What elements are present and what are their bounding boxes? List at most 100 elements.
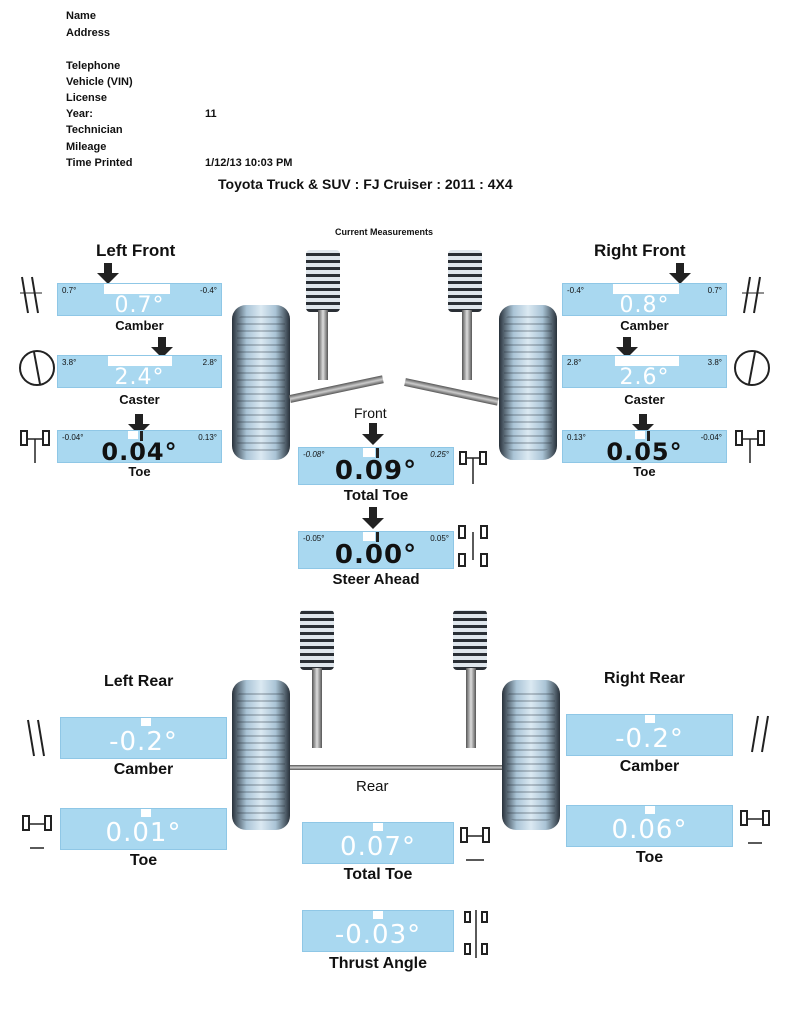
front-total-toe-min: -0.08° (303, 450, 325, 459)
left-front-camber-gauge: 0.7° -0.4° 0.7° (57, 283, 222, 318)
right-rear-toe-label: Toe (635, 849, 664, 866)
thrust-angle-label: Thrust Angle (328, 955, 428, 972)
rear-total-toe-value: 0.07° (340, 832, 416, 862)
front-total-toe-gauge: -0.08° 0.25° 0.09° (298, 447, 454, 486)
left-rear-toe-label: Toe (129, 852, 158, 869)
steer-ahead-value: 0.00° (334, 540, 418, 570)
left-front-control-arm (289, 375, 384, 403)
left-caster-min: 3.8° (62, 358, 77, 367)
front-total-toe-max: 0.25° (430, 450, 449, 459)
right-toe-max: -0.04° (700, 433, 722, 442)
vehicle-title: Toyota Truck & SUV : FJ Cruiser : 2011 :… (218, 176, 513, 192)
rear-camber-icon-right (751, 715, 769, 753)
left-front-title: Left Front (96, 241, 176, 260)
steer-ahead-max: 0.05° (430, 534, 449, 543)
mileage-label: Mileage (66, 141, 107, 153)
camber-icon-left (20, 276, 42, 314)
left-rear-title: Left Rear (104, 673, 174, 690)
left-camber-min: 0.7° (62, 286, 77, 295)
front-total-toe-value: 0.09° (334, 456, 418, 486)
left-camber-value: 0.7° (114, 293, 165, 318)
left-front-strut (318, 310, 328, 380)
rear-toe-icon-right (740, 810, 770, 844)
right-front-camber-gauge: -0.4° 0.7° 0.8° (562, 283, 727, 318)
front-label: Front (354, 405, 387, 421)
right-camber-max: 0.7° (707, 286, 722, 295)
year-label: Year: (66, 108, 93, 120)
left-front-caster-gauge: 3.8° 2.8° 2.4° (57, 355, 222, 390)
left-rear-spring (300, 610, 334, 670)
time-printed-value: 1/12/13 10:03 PM (205, 157, 293, 169)
front-total-toe-label: Total Toe (343, 487, 409, 504)
left-rear-toe-value: 0.01° (105, 818, 182, 848)
left-rear-tire (232, 680, 290, 830)
left-rear-camber-label: Camber (113, 761, 174, 778)
toe-icon-right (735, 430, 765, 463)
left-front-toe-gauge: -0.04° 0.13° 0.04° (57, 430, 222, 466)
rear-camber-icon-left (27, 719, 45, 757)
technician-label: Technician (66, 124, 123, 136)
left-rear-camber-gauge: -0.2° (60, 717, 227, 759)
right-front-spring (448, 250, 482, 312)
toe-icon-left (20, 430, 50, 463)
right-toe-value: 0.05° (606, 438, 683, 466)
rear-total-toe-gauge: 0.07° (302, 822, 454, 864)
left-front-tire (232, 305, 290, 460)
year-value: 11 (205, 108, 217, 120)
caster-icon-left (19, 350, 55, 386)
left-caster-label: Caster (119, 392, 160, 407)
steer-ahead-gauge: -0.05° 0.05° 0.00° (298, 531, 454, 570)
telephone-label: Telephone (66, 60, 121, 72)
current-measurements-title: Current Measurements (335, 227, 434, 237)
total-toe-icon (459, 451, 487, 484)
right-rear-camber-gauge: -0.2° (566, 714, 733, 756)
rear-toe-icon-left (22, 815, 52, 849)
left-caster-value: 2.4° (114, 365, 165, 390)
right-camber-min: -0.4° (567, 286, 584, 295)
left-front-spring (306, 250, 340, 312)
right-caster-label: Caster (624, 392, 665, 407)
right-toe-min: 0.13° (567, 433, 586, 442)
right-toe-label: Toe (633, 464, 656, 479)
left-rear-camber-value: -0.2° (109, 727, 178, 757)
caster-icon-right (734, 350, 770, 386)
rear-total-toe-icon (460, 827, 490, 861)
right-front-tire (499, 305, 557, 460)
left-toe-min: -0.04° (62, 433, 84, 442)
right-rear-toe-value: 0.06° (611, 815, 688, 845)
thrust-angle-gauge: -0.03° (302, 910, 454, 952)
right-front-caster-gauge: 2.8° 3.8° 2.6° (562, 355, 727, 390)
rear-total-toe-label: Total Toe (343, 866, 413, 883)
right-rear-camber-value: -0.2° (615, 724, 684, 754)
thrust-angle-value: -0.03° (334, 920, 422, 950)
left-toe-value: 0.04° (101, 438, 178, 466)
right-caster-max: 3.8° (707, 358, 722, 367)
right-rear-spring (453, 610, 487, 670)
rear-axle-bar (290, 765, 502, 770)
rear-label: Rear (356, 778, 389, 795)
right-rear-camber-label: Camber (619, 758, 680, 775)
right-front-control-arm (404, 378, 499, 406)
left-rear-strut (312, 668, 322, 748)
left-camber-max: -0.4° (200, 286, 217, 295)
steer-ahead-min: -0.05° (303, 534, 325, 543)
steer-ahead-label: Steer Ahead (332, 571, 420, 588)
license-label: License (66, 92, 107, 104)
right-camber-value: 0.8° (619, 293, 670, 318)
right-front-title: Right Front (594, 241, 686, 260)
steer-ahead-icon (458, 525, 488, 567)
right-rear-strut (466, 668, 476, 748)
address-label: Address (66, 27, 111, 39)
right-camber-label: Camber (620, 318, 669, 333)
name-label: Name (66, 10, 96, 22)
time-printed-label: Time Printed (66, 157, 133, 169)
left-rear-toe-gauge: 0.01° (60, 808, 227, 850)
vehicle-label: Vehicle (VIN) (66, 76, 133, 88)
right-caster-min: 2.8° (567, 358, 582, 367)
right-caster-value: 2.6° (619, 365, 670, 390)
left-camber-label: Camber (115, 318, 164, 333)
right-rear-toe-gauge: 0.06° (566, 805, 733, 847)
right-rear-title: Right Rear (604, 670, 685, 687)
thrust-angle-icon (464, 910, 488, 958)
left-caster-max: 2.8° (202, 358, 217, 367)
